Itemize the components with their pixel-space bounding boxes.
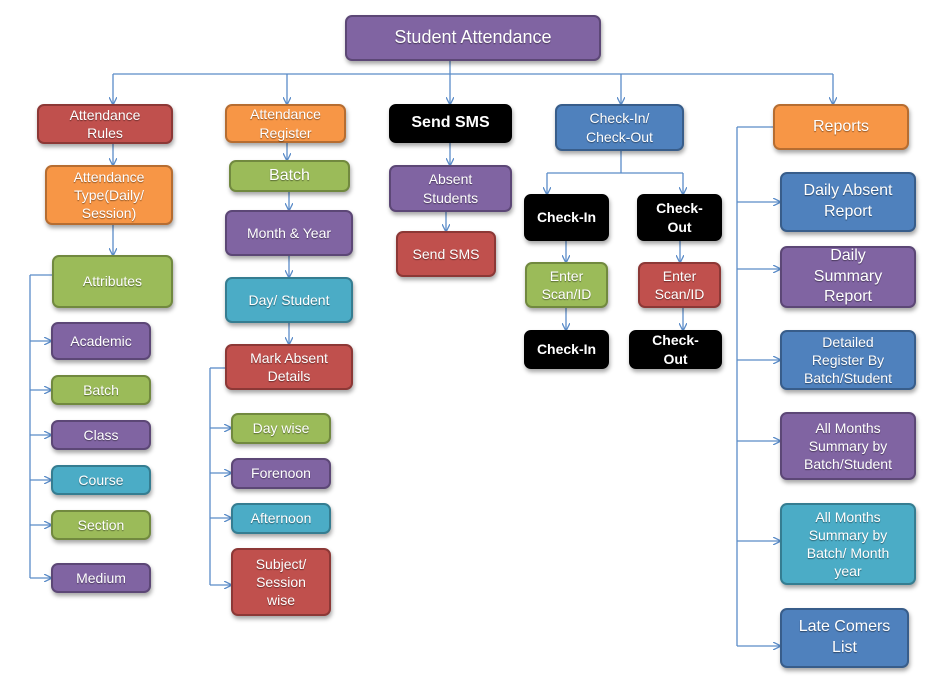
mark-absent-forenoon: Forenoon bbox=[231, 458, 331, 489]
report-all-months-batch-student: All Months Summary by Batch/Student bbox=[780, 412, 916, 480]
month-year-node: Month & Year bbox=[225, 210, 353, 256]
attribute-section: Section bbox=[51, 510, 151, 540]
attendance-register-node: Attendance Register bbox=[225, 104, 346, 143]
mark-absent-subject-session-wise: Subject/ Session wise bbox=[231, 548, 331, 616]
mark-absent-details-node: Mark Absent Details bbox=[225, 344, 353, 390]
day-student-node: Day/ Student bbox=[225, 277, 353, 323]
attribute-course: Course bbox=[51, 465, 151, 495]
attendance-rules-node: Attendance Rules bbox=[37, 104, 173, 144]
report-detailed-register: Detailed Register By Batch/Student bbox=[780, 330, 916, 390]
root-student-attendance: Student Attendance bbox=[345, 15, 601, 61]
mark-absent-afternoon: Afternoon bbox=[231, 503, 331, 534]
report-daily-absent: Daily Absent Report bbox=[780, 172, 916, 232]
check-in-enter-scan-node: Enter Scan/ID bbox=[525, 262, 608, 308]
report-daily-summary: Daily Summary Report bbox=[780, 246, 916, 308]
send-sms-header-node: Send SMS bbox=[389, 104, 512, 143]
reports-node: Reports bbox=[773, 104, 909, 150]
attribute-medium: Medium bbox=[51, 563, 151, 593]
report-all-months-batch-month-year: All Months Summary by Batch/ Month year bbox=[780, 503, 916, 585]
attendance-type-node: Attendance Type(Daily/ Session) bbox=[45, 165, 173, 225]
check-out-final-node: Check- Out bbox=[629, 330, 722, 369]
check-in-final-node: Check-In bbox=[524, 330, 609, 369]
check-in-check-out-node: Check-In/ Check-Out bbox=[555, 104, 684, 151]
attribute-class: Class bbox=[51, 420, 151, 450]
attribute-batch: Batch bbox=[51, 375, 151, 405]
check-in-node: Check-In bbox=[524, 194, 609, 241]
register-batch-node: Batch bbox=[229, 160, 350, 192]
attributes-node: Attributes bbox=[52, 255, 173, 308]
report-late-comers-list: Late Comers List bbox=[780, 608, 909, 668]
check-out-node: Check- Out bbox=[637, 194, 722, 241]
check-out-enter-scan-node: Enter Scan/ID bbox=[638, 262, 721, 308]
absent-students-node: Absent Students bbox=[389, 165, 512, 212]
attribute-academic: Academic bbox=[51, 322, 151, 360]
send-sms-node: Send SMS bbox=[396, 231, 496, 277]
mark-absent-day-wise: Day wise bbox=[231, 413, 331, 444]
